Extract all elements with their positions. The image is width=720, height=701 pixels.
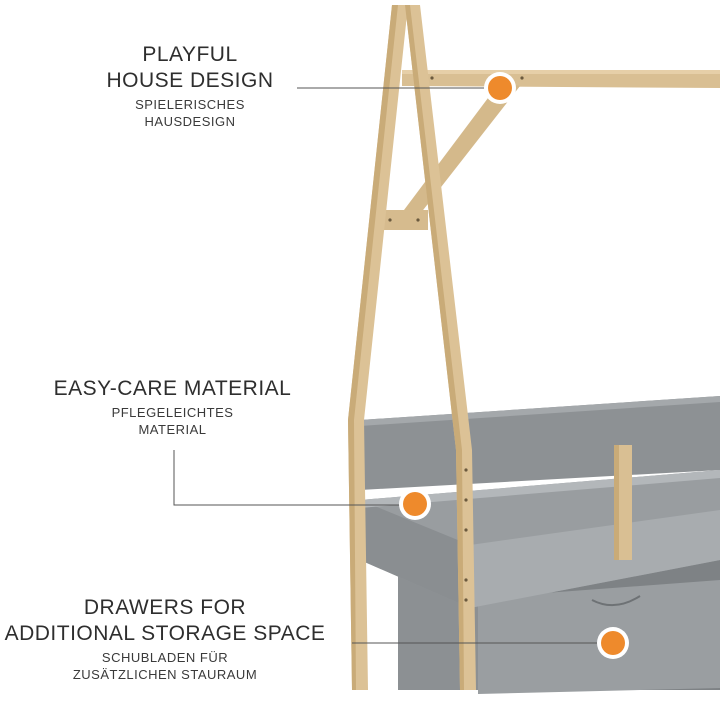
feature-subtitle-line: HAUSDESIGN — [144, 114, 236, 129]
feature-subtitle-line: ZUSÄTZLICHEN STAURAUM — [72, 667, 258, 682]
feature-subtitle: PFLEGELEICHTES MATERIAL — [40, 404, 305, 438]
feature-title: HOUSE DESIGN — [106, 69, 274, 92]
feature-title: DRAWERS FOR — [83, 596, 247, 619]
markers — [399, 72, 629, 659]
feature-subtitle: SCHUBLADEN FÜR ZUSÄTZLICHEN STAURAUM — [0, 649, 330, 683]
feature-label-house-design: PLAYFUL HOUSE DESIGN SPIELERISCHES HAUSD… — [90, 42, 290, 130]
feature-title: PLAYFUL — [142, 43, 238, 66]
orange-dot-icon — [403, 492, 427, 516]
feature-subtitle-line: MATERIAL — [138, 422, 207, 437]
orange-dot-icon — [601, 631, 625, 655]
feature-label-easy-care: EASY-CARE MATERIAL PFLEGELEICHTES MATERI… — [40, 376, 305, 438]
feature-subtitle-line: SPIELERISCHES — [135, 97, 245, 112]
leader-lines — [173, 87, 612, 644]
feature-label-drawers: DRAWERS FOR ADDITIONAL STORAGE SPACE SCH… — [0, 595, 330, 683]
feature-subtitle-line: PFLEGELEICHTES — [111, 405, 234, 420]
feature-subtitle: SPIELERISCHES HAUSDESIGN — [90, 96, 290, 130]
feature-title: ADDITIONAL STORAGE SPACE — [4, 622, 326, 645]
house-frame — [348, 5, 720, 690]
feature-subtitle-line: SCHUBLADEN FÜR — [101, 650, 229, 665]
leader-line-material — [173, 450, 415, 506]
orange-dot-icon — [488, 76, 512, 100]
feature-title: EASY-CARE MATERIAL — [53, 377, 292, 400]
